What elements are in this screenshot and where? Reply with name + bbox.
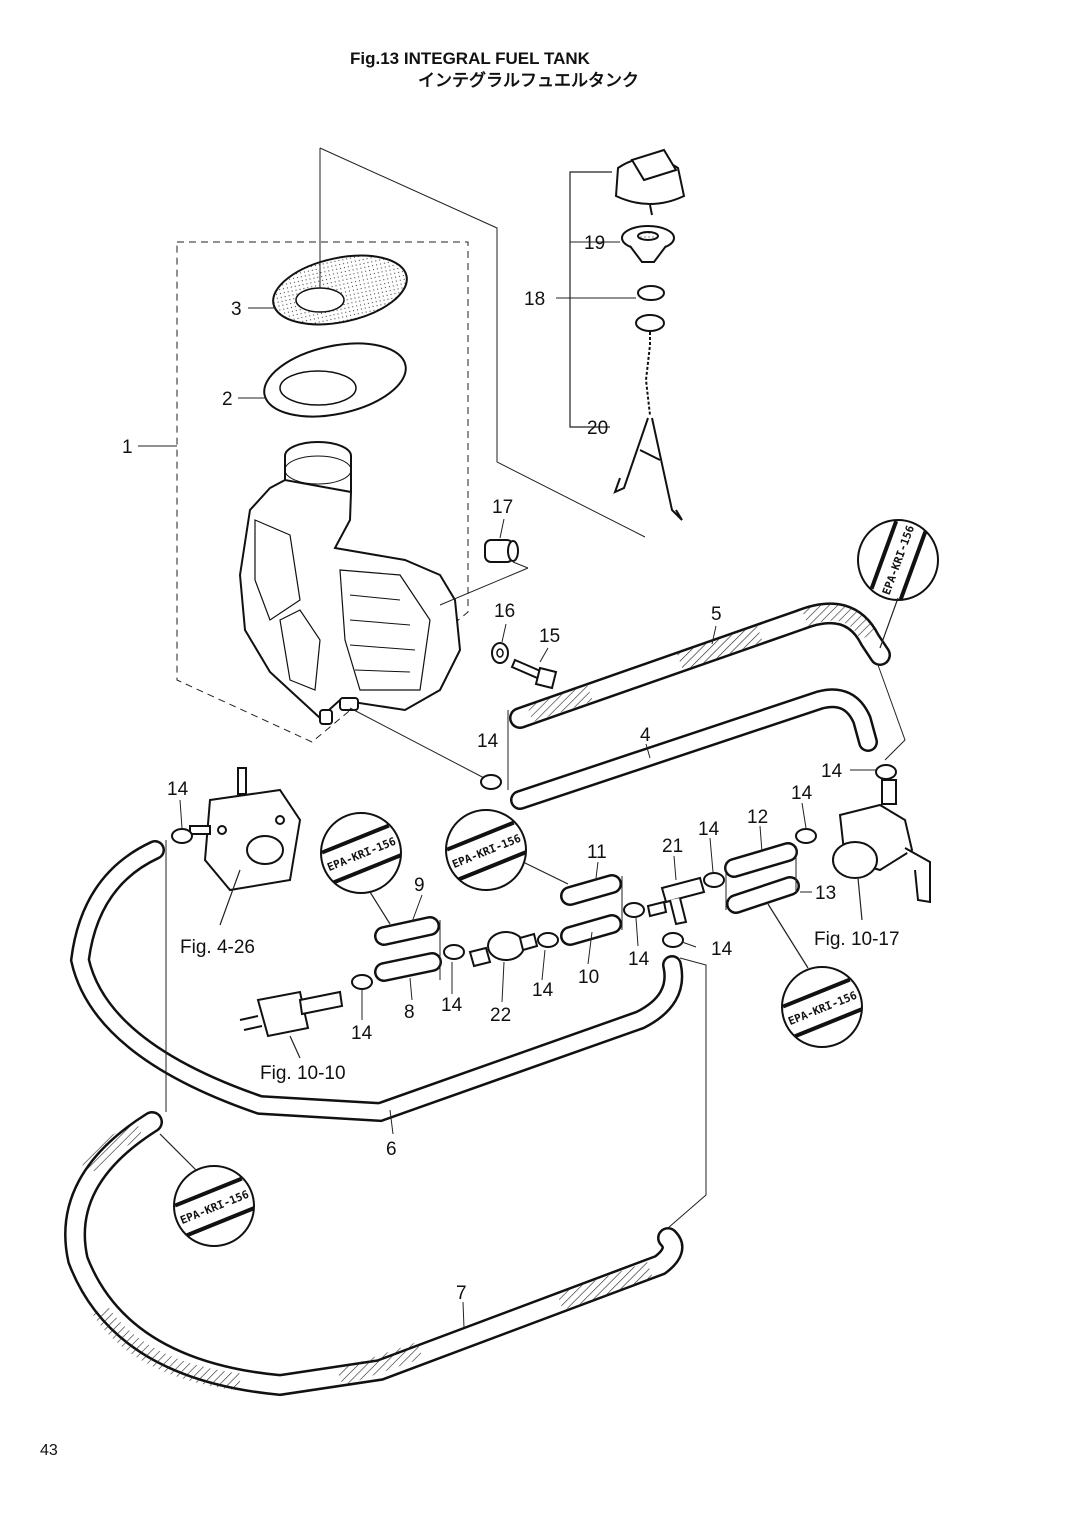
callout-14: 14 — [532, 980, 554, 1001]
page-number: 43 — [40, 1442, 58, 1459]
clip-part — [637, 285, 665, 301]
leader-hose-6-7-right — [667, 957, 707, 1229]
callout-14: 14 — [628, 949, 650, 970]
fuel-filter-part — [468, 931, 539, 968]
callout-8: 8 — [404, 1002, 415, 1023]
callout-14: 14 — [441, 995, 463, 1016]
callout-14: 14 — [351, 1023, 373, 1044]
bolt-part — [510, 658, 558, 690]
figref-fuel-pump: Fig. 4-26 — [180, 937, 255, 958]
callout-14: 14 — [477, 731, 499, 752]
hose-9 — [374, 916, 440, 946]
leader-line-gauge-route — [319, 147, 646, 538]
callout-22: 22 — [490, 1005, 511, 1026]
hose-4 — [510, 688, 878, 810]
seal-ring-part — [263, 342, 407, 418]
callout-2: 2 — [222, 389, 233, 410]
callout-3: 3 — [231, 299, 242, 320]
fuel-pump-part — [189, 767, 302, 892]
cap-gasket-part — [621, 225, 675, 263]
callout-14: 14 — [698, 819, 720, 840]
callout-13: 13 — [815, 883, 836, 904]
epa-stamp-hose-11: EPA-KRI-156 — [445, 809, 527, 891]
callout-14: 14 — [711, 939, 733, 960]
hose-12 — [724, 842, 798, 878]
figure-subtitle: インテグラルフュエルタンク — [418, 71, 639, 90]
callout-21: 21 — [662, 836, 683, 857]
callout-7: 7 — [456, 1283, 467, 1304]
grommet-part — [484, 539, 519, 563]
epa-stamp-top-right: EPA-KRI-156 — [857, 519, 939, 601]
figure-title: Fig.13 INTEGRAL FUEL TANK — [350, 49, 590, 68]
fuel-cock-part — [832, 779, 931, 904]
callout-5: 5 — [711, 604, 722, 625]
washer-part — [491, 642, 509, 664]
hose-7 — [64, 1111, 684, 1397]
callout-12: 12 — [747, 807, 768, 828]
t-joint-part — [646, 876, 706, 926]
hose-6 — [69, 840, 684, 1123]
clamp-part — [171, 764, 897, 990]
callout-1: 1 — [122, 437, 133, 458]
hose-10 — [560, 914, 622, 946]
callout-9: 9 — [414, 875, 425, 896]
callout-19: 19 — [584, 233, 605, 254]
fuel-cap — [614, 148, 686, 216]
callout-17: 17 — [492, 497, 513, 518]
figref-fuel-cock: Fig. 10-17 — [814, 929, 900, 950]
callout-10: 10 — [578, 967, 599, 988]
callout-11: 11 — [587, 842, 607, 863]
fuel-gauge-part — [613, 314, 683, 521]
callout-6: 6 — [386, 1139, 397, 1160]
fuel-tank-body — [238, 441, 462, 725]
bracket-cap-group — [569, 171, 612, 428]
callout-14: 14 — [167, 779, 189, 800]
hose-5 — [509, 602, 891, 729]
callout-14: 14 — [791, 783, 813, 804]
epa-stamp-hose-9: EPA-KRI-156 — [320, 812, 402, 894]
epa-stamp-hose-13: EPA-KRI-156 — [781, 966, 863, 1048]
gasket-part — [272, 254, 408, 326]
callout-4: 4 — [640, 725, 651, 746]
epa-stamp-hose-7: EPA-KRI-156 — [173, 1165, 255, 1247]
callout-20: 20 — [587, 418, 608, 439]
hose-11 — [560, 874, 622, 906]
callout-14: 14 — [821, 761, 843, 782]
leader-hose-5-end — [877, 664, 906, 761]
callout-16: 16 — [494, 601, 515, 622]
callout-18: 18 — [524, 289, 545, 310]
carburetor-fitting-part — [239, 990, 344, 1038]
hose-8 — [374, 952, 442, 982]
figref-carburetor: Fig. 10-10 — [260, 1063, 346, 1084]
callout-15: 15 — [539, 626, 560, 647]
hose-13 — [726, 876, 800, 914]
